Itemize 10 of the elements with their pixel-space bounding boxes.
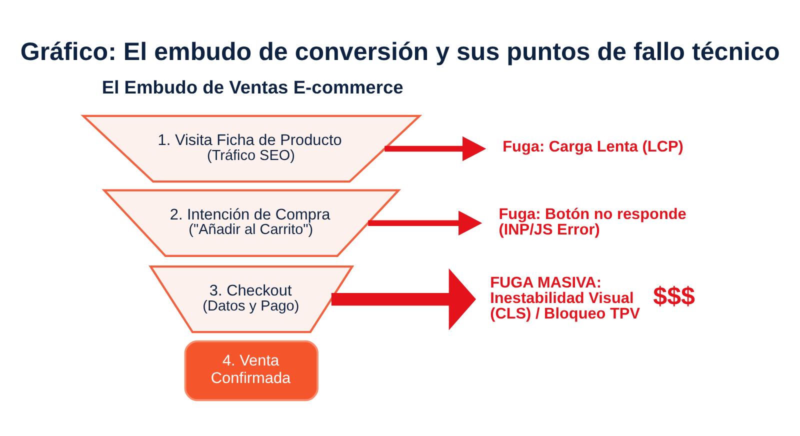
label: El Embudo de Ventas E-commerce [102, 76, 404, 97]
arrow [331, 268, 476, 330]
arrow [368, 210, 482, 235]
node-text: FUGA MASIVA: Inestabilidad Visual (CLS) / Bloqueo TPV [490, 274, 640, 322]
node-label: $$$ [653, 282, 695, 310]
node-text: Fuga: Carga Lenta (LCP) [502, 138, 684, 155]
arrow [384, 136, 486, 161]
node-box: 4. Venta Confirmada [184, 340, 318, 401]
node-text: Fuga: Botón no responde (INP/JS Error) [498, 206, 686, 238]
diagram-title: Gráfico: El embudo de conversión y sus puntos de fallo técnico [20, 37, 780, 66]
